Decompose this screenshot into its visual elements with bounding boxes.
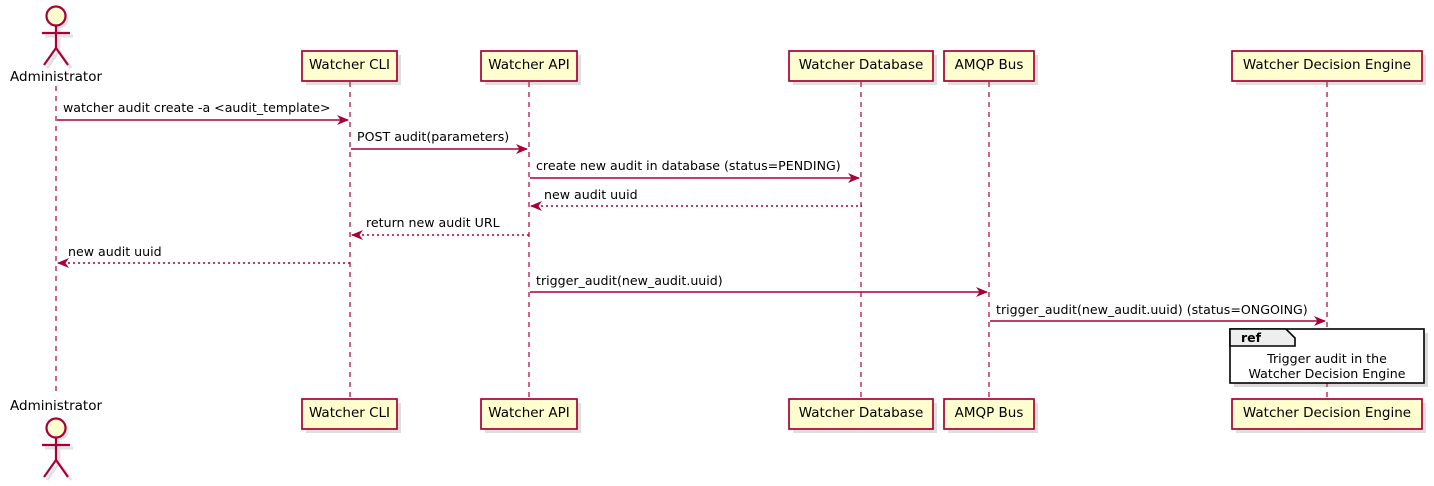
actor-leg-left — [43, 459, 57, 478]
message-arrows — [57, 115, 1326, 326]
participant-box-amqp-bottom[interactable] — [943, 398, 1035, 430]
participant-box-cli-top[interactable] — [301, 50, 398, 82]
participant-box-api-bottom[interactable] — [480, 398, 578, 430]
participant-boxes-bottom — [301, 398, 1426, 433]
participant-box-cli-bottom[interactable] — [301, 398, 398, 430]
actor-admin-bottom — [42, 417, 73, 481]
ref-fragment — [1229, 328, 1428, 387]
participant-box-db-top[interactable] — [788, 50, 934, 82]
lifelines — [55, 82, 1328, 399]
participant-boxes-top — [301, 50, 1426, 85]
participant-box-api-top[interactable] — [480, 50, 578, 82]
actor-head-icon — [45, 5, 67, 27]
participant-box-db-bottom[interactable] — [788, 398, 934, 430]
actor-leg-right — [55, 47, 69, 66]
actor-head-icon — [45, 417, 67, 439]
participant-box-amqp-top[interactable] — [943, 50, 1035, 82]
participant-box-wde-bottom[interactable] — [1231, 398, 1423, 430]
ref-tag-shape — [1229, 328, 1296, 347]
actor-admin-top — [42, 5, 73, 69]
participant-box-wde-top[interactable] — [1231, 50, 1423, 82]
actor-leg-left — [43, 47, 57, 66]
actor-leg-right — [55, 459, 69, 478]
